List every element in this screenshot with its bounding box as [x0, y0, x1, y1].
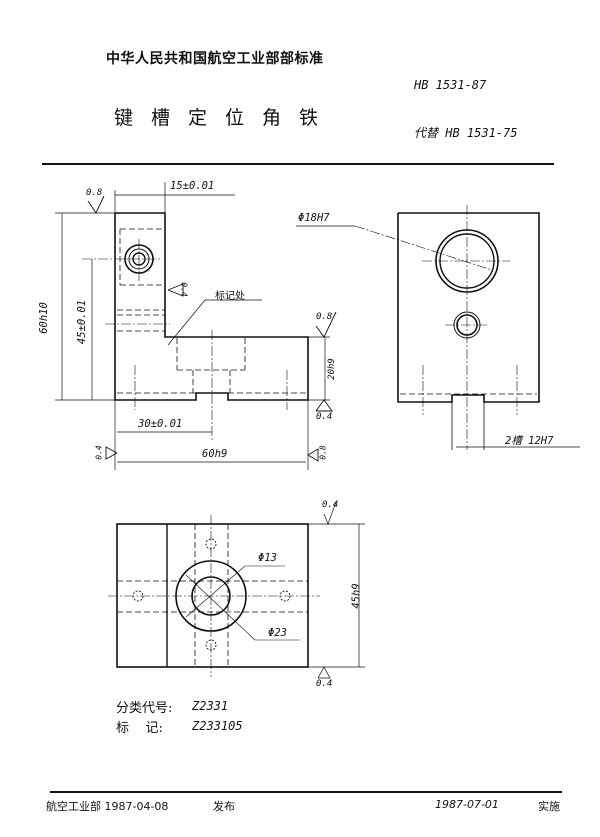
- roughness-0-4-inner: 0.4: [179, 282, 189, 297]
- roughness-0-8-top: 0.8: [86, 188, 103, 198]
- issued-label: 发布: [213, 800, 235, 813]
- dim-total-height: 60h10: [37, 302, 50, 334]
- side-view: [296, 205, 580, 450]
- bore-diameter: Φ18H7: [298, 212, 330, 224]
- outer-diameter: Φ23: [268, 627, 287, 639]
- mark-label: 标 记:: [116, 721, 163, 736]
- roughness-0-4-top-view-bottom: 0.4: [316, 679, 333, 689]
- front-view: [114, 212, 309, 401]
- mark-location-note: 标记处: [215, 291, 245, 302]
- roughness-0-4-bottom: 0.4: [316, 412, 333, 422]
- footer-divider: [50, 791, 562, 793]
- mark-value: Z233105: [192, 719, 243, 733]
- slot-width: 2槽 12H7: [505, 435, 554, 447]
- effective-date: 1987-07-01: [435, 798, 499, 811]
- dim-base-height: 20h9: [326, 358, 337, 380]
- roughness-0-8-right: 0.8: [318, 445, 328, 460]
- roughness-0-4-top-view-top: 0.4: [322, 500, 339, 510]
- document-title: 键槽定位角铁: [114, 107, 337, 129]
- classification-code-label: 分类代号:: [116, 701, 173, 716]
- dim-hole-height: 45±0.01: [76, 299, 89, 345]
- replaces-standard: 代替 HB 1531-75: [414, 126, 518, 140]
- header-divider: [42, 163, 554, 165]
- dim-top-width: 15±0.01: [170, 180, 215, 192]
- inner-diameter: Φ13: [258, 552, 277, 564]
- dim-hole-offset: 30±0.01: [138, 418, 183, 430]
- top-view: [108, 501, 365, 679]
- issue-date: 航空工业部 1987-04-08: [46, 800, 169, 813]
- roughness-0-4-left: 0.4: [94, 445, 104, 460]
- roughness-0-8-step: 0.8: [316, 312, 333, 322]
- classification-code-value: Z2331: [192, 699, 229, 713]
- effective-label: 实施: [538, 800, 560, 813]
- dim-total-width: 60h9: [202, 448, 228, 460]
- issuer-title: 中华人民共和国航空工业部部标准: [106, 51, 324, 67]
- dim-depth: 45h9: [350, 583, 363, 609]
- standard-number: HB 1531-87: [414, 78, 487, 92]
